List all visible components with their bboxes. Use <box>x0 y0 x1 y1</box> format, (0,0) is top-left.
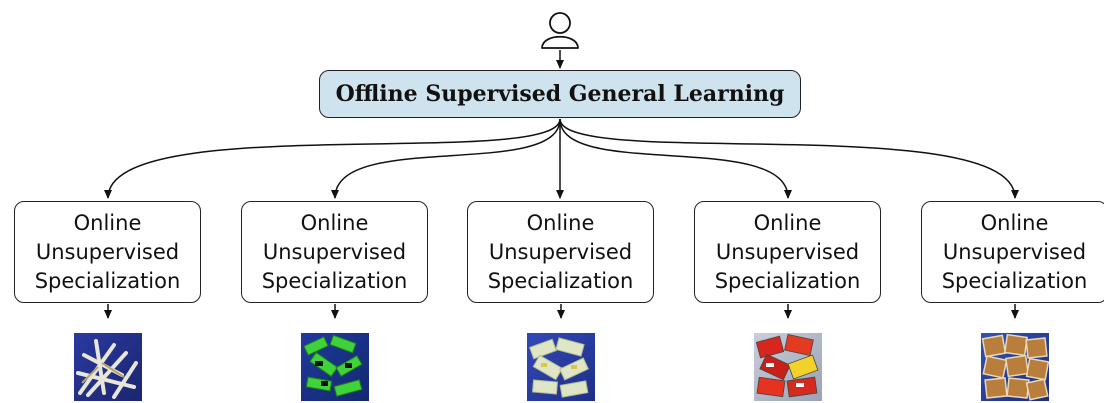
spec-3-line-3: Specialization <box>487 268 634 293</box>
product-thumbnail-4 <box>754 333 822 401</box>
spec-2-line-1: Online <box>300 210 369 235</box>
product-thumbnail-2 <box>301 333 369 401</box>
spec-1-line-2: Unsupervised <box>35 239 180 264</box>
thumb-arrow-group <box>104 304 1019 319</box>
edge-to-spec-4 <box>559 118 792 199</box>
spec-2-line-3: Specialization <box>261 268 408 293</box>
specialization-box-2: Online Unsupervised Specialization <box>241 201 428 303</box>
specialization-box-4: Online Unsupervised Specialization <box>694 201 881 303</box>
spec-3-line-1: Online <box>526 210 595 235</box>
spec-5-line-1: Online <box>980 210 1049 235</box>
product-thumbnail-3 <box>527 333 595 401</box>
spec-4-line-2: Unsupervised <box>715 239 860 264</box>
specialization-box-5: Online Unsupervised Specialization <box>921 201 1104 303</box>
edge-to-spec-1 <box>104 118 561 199</box>
spec-1-line-3: Specialization <box>34 268 181 293</box>
spec-4-line-1: Online <box>753 210 822 235</box>
product-thumbnail-5 <box>981 333 1050 401</box>
user-icon <box>541 12 579 49</box>
offline-learning-box: Offline Supervised General Learning <box>319 70 801 118</box>
spec-2-line-2: Unsupervised <box>262 239 407 264</box>
offline-learning-label: Offline Supervised General Learning <box>335 81 785 107</box>
product-thumbnail-1 <box>74 333 142 401</box>
spec-4-line-3: Specialization <box>714 268 861 293</box>
spec-5-line-3: Specialization <box>941 268 1088 293</box>
spec-1-line-1: Online <box>73 210 142 235</box>
spec-3-line-2: Unsupervised <box>488 239 633 264</box>
edge-to-spec-2 <box>331 118 561 199</box>
specialization-box-1: Online Unsupervised Specialization <box>14 201 201 303</box>
edge-group <box>104 118 1019 199</box>
edge-to-spec-5 <box>559 118 1019 199</box>
specialization-box-3: Online Unsupervised Specialization <box>467 201 654 303</box>
spec-5-line-2: Unsupervised <box>942 239 1087 264</box>
